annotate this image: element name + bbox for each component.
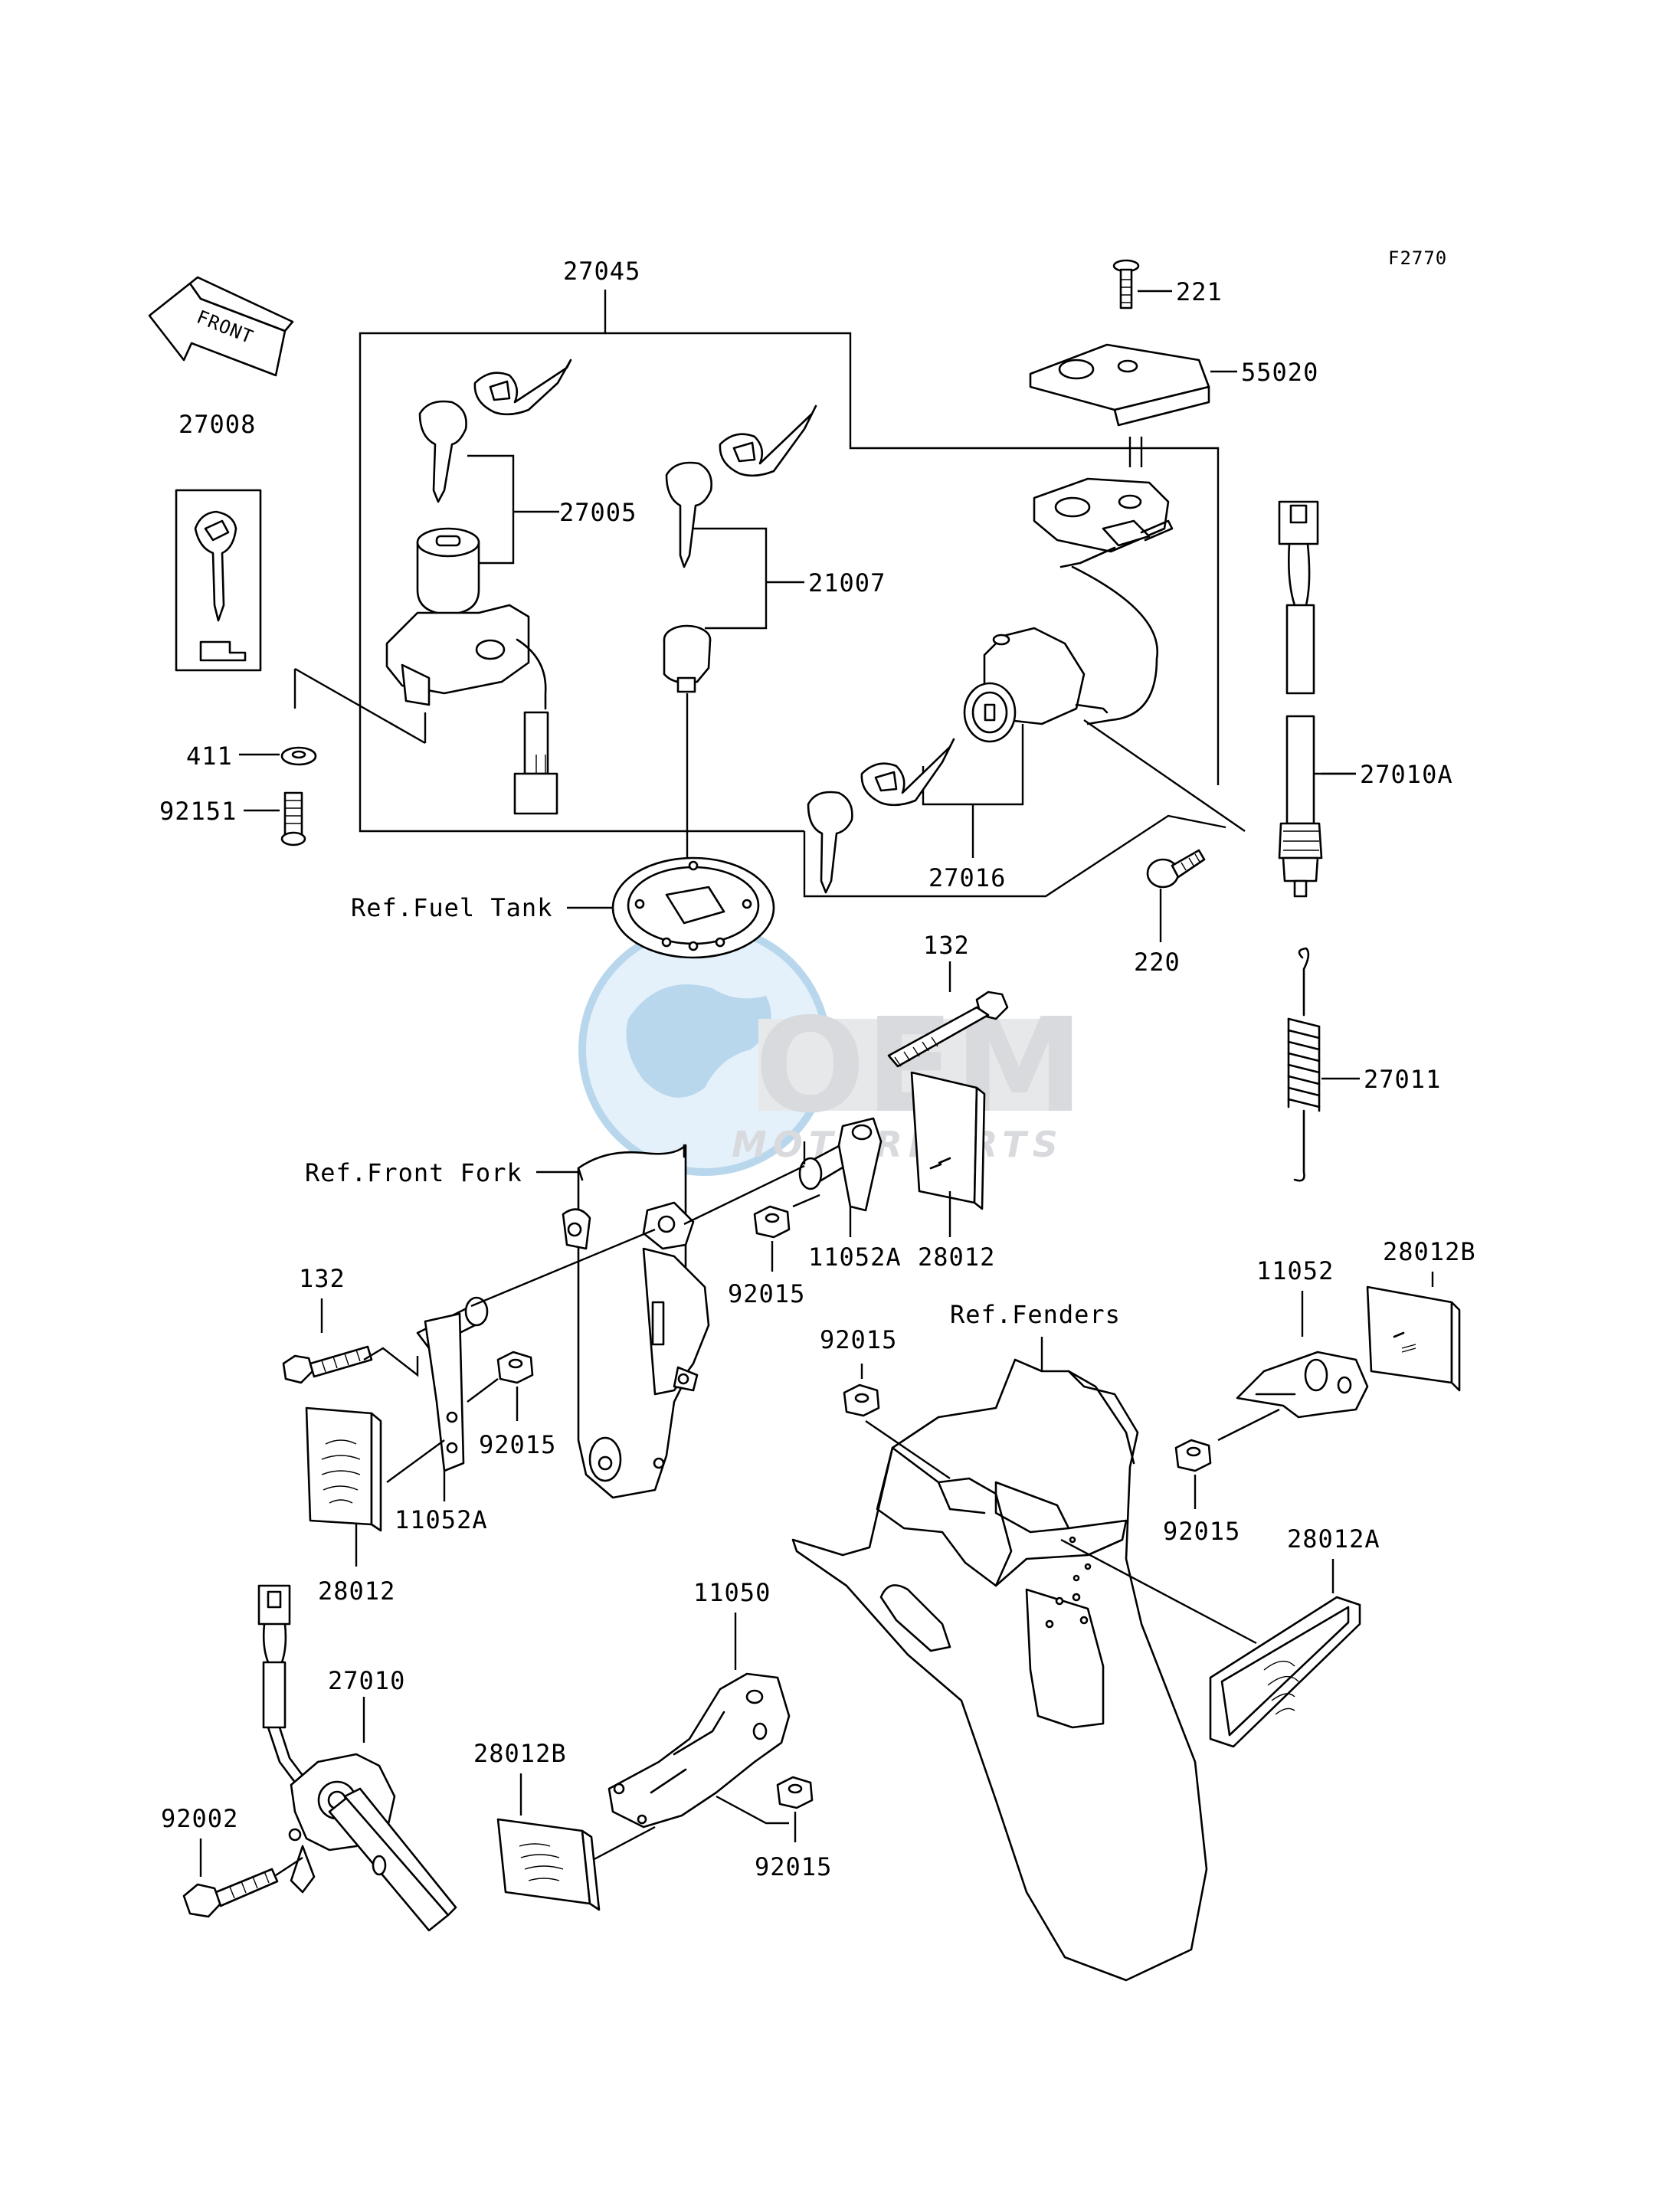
- screw-220: [1146, 849, 1206, 942]
- part-label-28012A: 28012A: [1287, 1524, 1380, 1554]
- part-label-11050: 11050: [693, 1578, 771, 1607]
- part-label-27005: 27005: [559, 498, 637, 527]
- bracket-11050: [589, 1613, 791, 1863]
- nut-92015-c: [843, 1364, 951, 1479]
- part-label-92015-e: 92015: [755, 1852, 832, 1881]
- switch-27010: [257, 1584, 457, 1932]
- reflector-28012-left: [305, 1406, 382, 1567]
- bolt-92002: [182, 1838, 303, 1918]
- bracket-11052: [1217, 1291, 1403, 1442]
- part-label-92015-a: 92015: [728, 1279, 805, 1308]
- part-label-11052: 11052: [1256, 1256, 1334, 1285]
- switch-27010A: [1278, 500, 1356, 898]
- part-label-55020: 55020: [1241, 358, 1318, 387]
- part-label-27010A: 27010A: [1360, 760, 1453, 789]
- part-label-132-left: 132: [299, 1264, 345, 1293]
- watermark-sub: MOTORPARTS: [732, 1124, 1064, 1165]
- ref-fuel-tank: Ref.Fuel Tank: [351, 893, 552, 922]
- part-label-27008: 27008: [178, 410, 256, 439]
- bolt-92151: [244, 791, 306, 846]
- part-label-28012-left: 28012: [318, 1577, 395, 1606]
- screw-221: [1112, 259, 1172, 309]
- reflector-28012B-right: [1366, 1272, 1461, 1392]
- rear-fender: [791, 1337, 1208, 1982]
- ref-fenders: Ref.Fenders: [950, 1300, 1121, 1329]
- bolt-132-top: [887, 961, 1009, 1068]
- front-fork: [536, 1144, 710, 1499]
- key-27008: [175, 489, 262, 672]
- part-label-221: 221: [1176, 277, 1223, 306]
- part-label-11052A-top: 11052A: [808, 1243, 902, 1272]
- part-label-92015-d: 92015: [1163, 1517, 1240, 1546]
- reflector-28012-top: [910, 1071, 986, 1237]
- part-label-28012-top: 28012: [918, 1243, 995, 1272]
- part-label-220: 220: [1134, 948, 1181, 977]
- figure-code: F2770: [1388, 247, 1447, 269]
- fuel-cap-plug: [663, 624, 712, 881]
- part-label-92015-b: 92015: [479, 1430, 556, 1459]
- nut-92015-a: [753, 1205, 791, 1272]
- reflector-28012B-bottom: [496, 1773, 601, 1911]
- part-label-11052A-left: 11052A: [395, 1505, 488, 1534]
- reflector-28012A: [1060, 1538, 1361, 1748]
- spring-27011: [1287, 947, 1360, 1182]
- front-arrow-icon: FRONT: [148, 276, 294, 377]
- fuel-tank-cap: [567, 856, 775, 959]
- part-label-27010: 27010: [328, 1666, 405, 1695]
- part-label-411: 411: [186, 742, 233, 771]
- ignition-switch: [385, 527, 558, 815]
- oem-watermark: OEM MOTORPARTS: [578, 923, 1084, 1176]
- part-label-132-top: 132: [923, 931, 970, 960]
- nut-92015-d: [1174, 1439, 1212, 1509]
- bolt-132-left: [282, 1298, 373, 1384]
- ref-front-fork: Ref.Front Fork: [305, 1158, 522, 1187]
- seat-lock-keys-27016: [807, 738, 955, 894]
- nut-92015-b: [467, 1351, 534, 1421]
- nut-92015-e: [776, 1776, 814, 1842]
- part-label-28012B-right: 28012B: [1383, 1237, 1476, 1266]
- part-label-27045: 27045: [563, 257, 640, 286]
- part-label-27016: 27016: [928, 863, 1006, 892]
- bracket-55020: [1029, 343, 1237, 427]
- kit-bracket-27045: [359, 290, 1226, 898]
- seat-lock-assembly: [1033, 437, 1174, 725]
- part-label-92002: 92002: [161, 1804, 238, 1833]
- seat-lock-cylinder: [922, 627, 1246, 858]
- bracket-11052A-left: [363, 1228, 656, 1501]
- ignition-keys-27005: [418, 359, 572, 565]
- part-label-27011: 27011: [1364, 1065, 1441, 1094]
- part-label-28012B-bottom: 28012B: [473, 1739, 567, 1768]
- part-label-92015-c: 92015: [820, 1325, 897, 1354]
- fuel-cap-keys-21007: [665, 404, 817, 630]
- bracket-11052A-top: [683, 1117, 883, 1237]
- part-label-92151: 92151: [159, 797, 237, 826]
- part-label-21007: 21007: [808, 568, 886, 598]
- washer-411: [239, 667, 427, 766]
